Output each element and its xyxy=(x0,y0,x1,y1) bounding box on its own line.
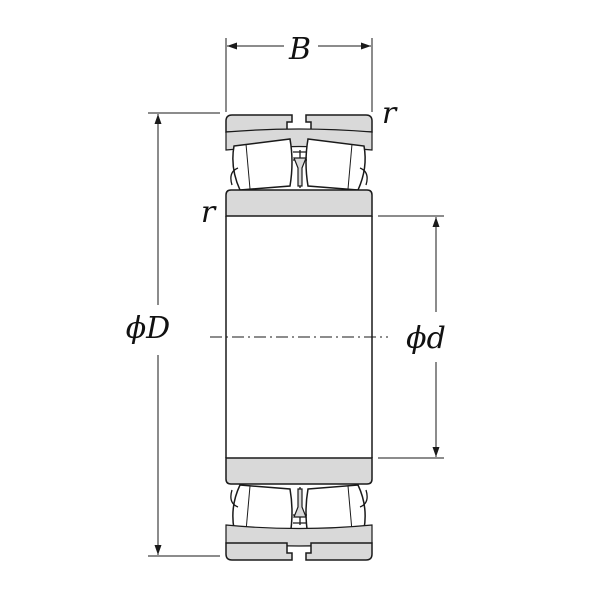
outer-diameter-label: ϕD xyxy=(126,311,171,346)
roller-right-top xyxy=(305,138,366,191)
cage-center-top xyxy=(293,157,307,187)
chamfer-outer-label: r xyxy=(382,96,398,131)
width-label: B xyxy=(288,32,311,67)
roller-left-top xyxy=(232,138,293,191)
dimension-bore-diameter: ϕd xyxy=(378,215,446,459)
bottom-bearing-section xyxy=(225,457,373,561)
outer-ring-left-top xyxy=(225,114,293,133)
outer-ring-left-bottom xyxy=(225,542,293,561)
inner-ring-top xyxy=(225,189,373,217)
top-bearing-section xyxy=(225,114,373,217)
outer-ring-right-bottom xyxy=(305,542,373,561)
bore-diameter-label: ϕd xyxy=(406,321,446,356)
bore-section xyxy=(210,216,388,458)
chamfer-inner-label: r xyxy=(201,195,217,230)
inner-ring-bottom xyxy=(225,457,373,485)
dimension-width: B xyxy=(225,32,373,112)
dimension-outer-diameter: ϕD xyxy=(126,112,220,557)
cage-center-bottom xyxy=(293,488,307,518)
